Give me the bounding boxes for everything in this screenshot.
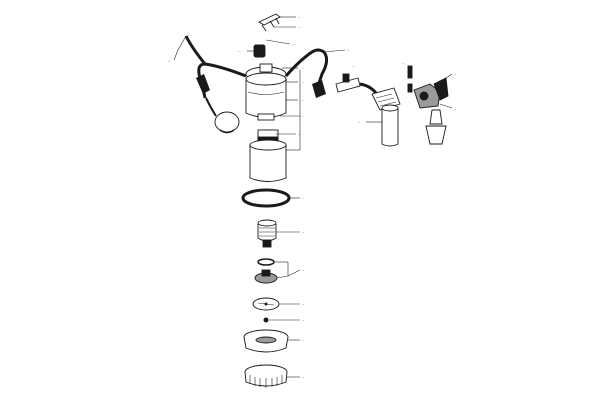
callout-label: — <box>298 133 301 136</box>
cable-and-float-switch <box>173 35 247 134</box>
callout-label: — <box>302 67 305 70</box>
callout-label: — <box>347 49 350 52</box>
callout-label: — <box>454 108 457 111</box>
callout-label: — <box>298 26 301 29</box>
callout-label: — <box>454 73 457 76</box>
impeller-hub-part <box>254 269 301 284</box>
o-ring-large <box>241 188 300 208</box>
wear-plate-part <box>252 297 300 311</box>
callout-label: — <box>302 303 305 306</box>
elbow-and-float-assembly <box>407 65 453 145</box>
screw-part <box>263 317 300 323</box>
callout-label: — <box>352 65 355 68</box>
intake-screen-part <box>244 364 300 388</box>
impeller-shaft-part <box>257 219 300 248</box>
callout-label: — <box>302 319 305 322</box>
callout-label: — <box>302 269 305 272</box>
callout-label: — <box>302 197 305 200</box>
housing-leader-lines <box>276 67 301 151</box>
o-ring-small <box>257 258 289 276</box>
callout-label: — <box>298 16 301 19</box>
callout-label: — <box>238 50 241 53</box>
discharge-fitting-assembly <box>335 73 401 147</box>
callout-label: — <box>302 231 305 234</box>
right-power-cable <box>284 48 346 98</box>
callout-label: — <box>302 376 305 379</box>
callout-label: — <box>292 43 295 46</box>
filter-body-part <box>249 129 287 182</box>
callout-label: — <box>356 84 359 87</box>
callout-label: — <box>188 34 191 37</box>
volute-part <box>243 329 300 353</box>
callout-label: — <box>302 81 305 84</box>
callout-label: — <box>358 121 361 124</box>
callout-label: — <box>168 60 171 63</box>
motor-housing-part <box>245 63 287 121</box>
callout-label: — <box>402 62 405 65</box>
callout-label: — <box>302 339 305 342</box>
callout-label: — <box>302 115 305 118</box>
callout-label: — <box>302 99 305 102</box>
top-clip-part <box>258 13 296 32</box>
callout-labels: — — — — — — — — — — — — — — — — — — — — … <box>168 16 457 379</box>
cap-nut-part <box>247 39 291 58</box>
